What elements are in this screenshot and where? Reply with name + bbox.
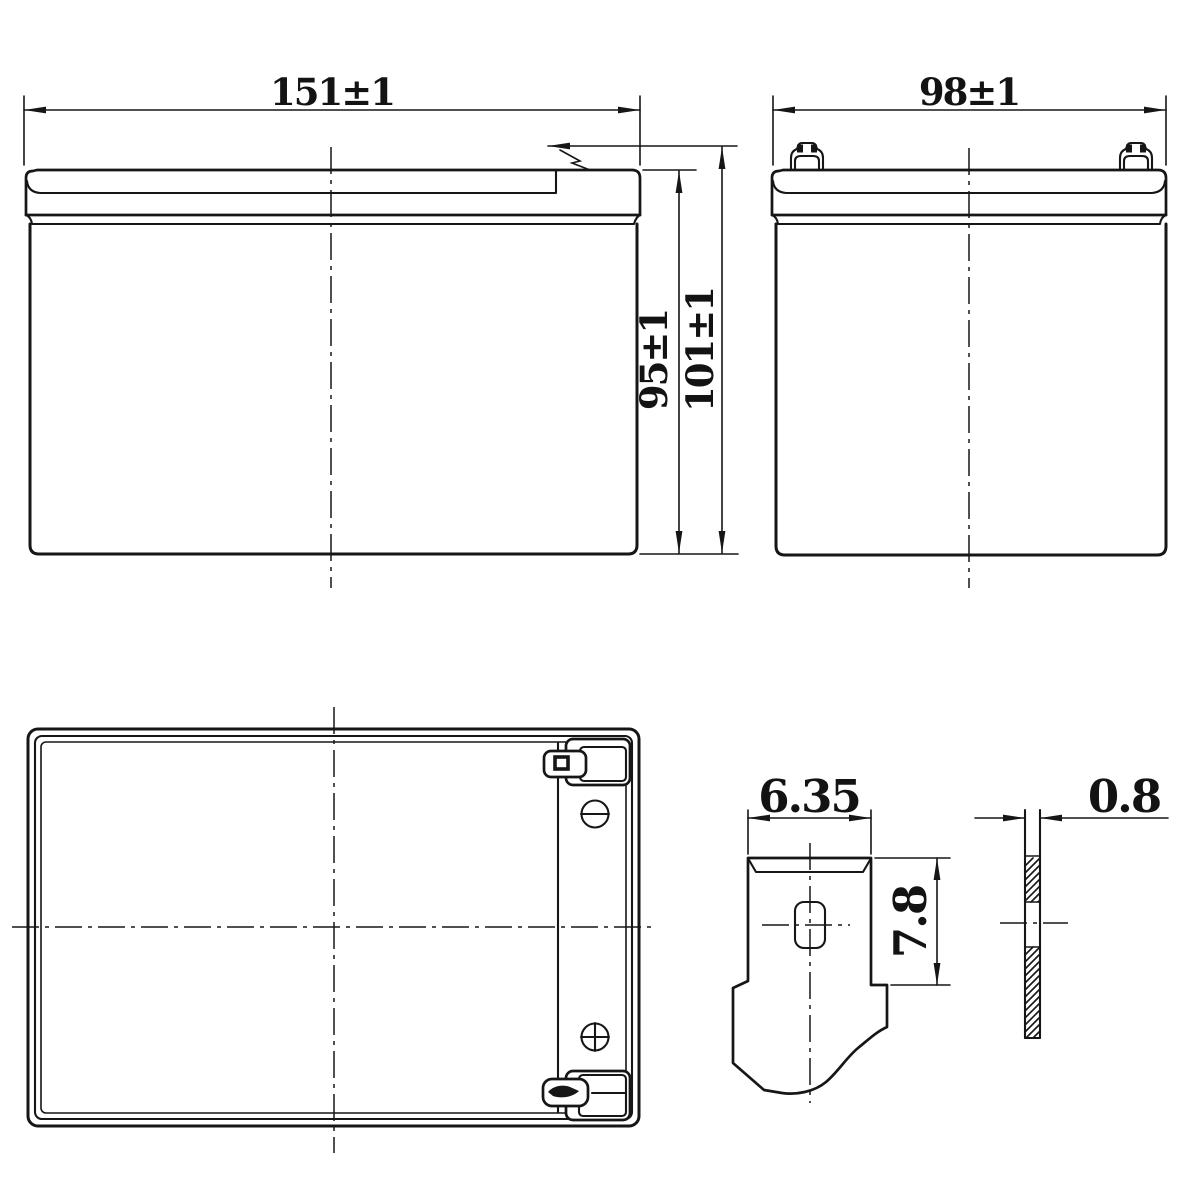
- top-view: [12, 707, 656, 1153]
- front-width-label: 151±1: [270, 70, 394, 114]
- terminal-tip-chamfer: [747, 858, 872, 874]
- front-lid-step-line: [25, 169, 558, 195]
- top-view-terminal-2: [541, 1069, 632, 1122]
- dimension-terminal-width: 6.35: [747, 770, 872, 855]
- side-view: [770, 141, 1168, 588]
- front-body-outline: [28, 222, 639, 556]
- section-hatching: [1024, 857, 1041, 1038]
- side-lid-outline: [770, 168, 1168, 217]
- side-body-outline: [774, 222, 1168, 557]
- terminal-front-detail: 6.35 7.8: [731, 770, 951, 1103]
- side-terminal-right: [1118, 141, 1154, 172]
- total-height-label: 101±1: [678, 288, 722, 412]
- leader-zigzag: [559, 149, 591, 171]
- front-lid-outline: [24, 168, 642, 217]
- terminal-height-label: 7.8: [884, 886, 937, 958]
- dimension-terminal-height: 7.8: [874, 857, 951, 986]
- plus-circle-icon: [579, 1021, 611, 1053]
- terminal-thickness-label: 0.8: [1088, 770, 1160, 823]
- dimension-front-width: 151±1: [23, 70, 641, 166]
- front-view: [24, 147, 642, 588]
- case-height-label: 95±1: [632, 310, 676, 410]
- dimension-heights: 95±1 101±1: [547, 142, 739, 555]
- front-case-joint: [24, 213, 642, 226]
- terminal-side-detail: 0.8: [974, 770, 1169, 1040]
- top-view-terminal-1: [542, 737, 632, 787]
- dimension-terminal-thickness: 0.8: [974, 770, 1169, 823]
- minus-circle-icon: [579, 799, 611, 829]
- terminal-width-label: 6.35: [758, 770, 860, 823]
- side-width-label: 98±1: [919, 70, 1019, 114]
- terminal-blade-outline: [731, 856, 889, 1095]
- side-terminal-left: [789, 141, 825, 172]
- dimension-side-width: 98±1: [772, 70, 1167, 166]
